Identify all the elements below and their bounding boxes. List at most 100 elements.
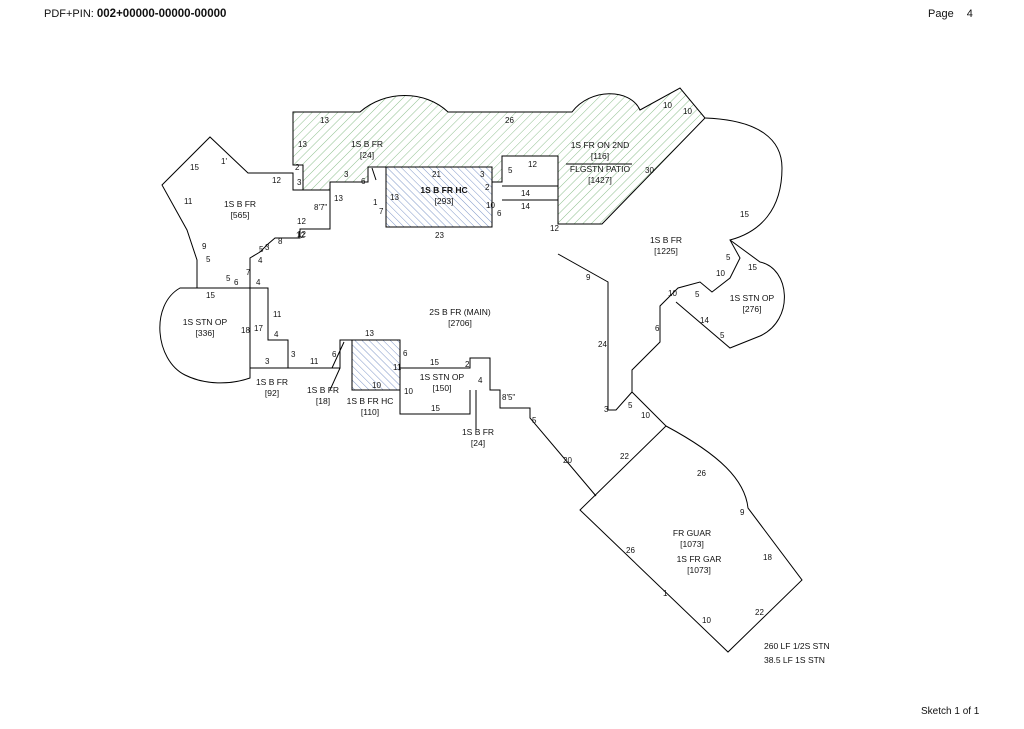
pin-header: PDF+PIN: 002+00000-00000-00000 [44,8,226,20]
area-name: 1S STN OP [730,293,775,303]
dimension-label: 2 [485,183,490,192]
dimension-label: 9 [740,508,745,517]
dimension-label: 12 [528,160,537,169]
dimension-label: 14 [700,316,709,325]
dimension-label: 4 [258,256,263,265]
dimension-label: 24 [598,340,607,349]
dimension-label: 15 [190,163,199,172]
hc-area-293 [385,166,493,228]
area-sqft: [2706] [448,318,472,328]
dimension-label: 14 [521,189,530,198]
dimension-label: 1 [663,589,668,598]
area-name: 1S B FR [462,427,494,437]
dimension-label: 6 [332,350,337,359]
dimension-label: 2 [295,163,300,172]
dimension-label: 5 [532,416,537,425]
note-line: 38.5 LF 1S STN [764,655,825,665]
dimension-label: 22 [755,608,764,617]
dimension-label: 2 [465,360,470,369]
dimension-label: 1 [373,198,378,207]
dimension-label: 15 [740,210,749,219]
area-name: 1S B FR [307,385,339,395]
dimension-label: 5 [206,255,211,264]
dimension-label: 5 [226,274,231,283]
area-name: FLGSTN PATIO [570,164,631,174]
dimension-label: 12 [297,217,306,226]
dimension-label: 11 [310,357,319,366]
dimension-label: 13 [320,116,329,125]
area-name: FR GUAR [673,528,711,538]
dimension-label: 12 [296,231,305,240]
area-name: 1S B FR [650,235,682,245]
area-sqft: [18] [316,396,330,406]
area-sqft: [24] [471,438,485,448]
dimension-label: 4 [256,278,261,287]
dimension-label: 5 [726,253,731,262]
area-name: 1S STN OP [420,372,465,382]
area-sqft: [1225] [654,246,678,256]
area-sqft: [1427] [588,175,612,185]
dimension-label: 3 [265,357,270,366]
area-sqft: [276] [743,304,762,314]
dimension-label: 4 [274,330,279,339]
dimension-label: 11 [393,363,402,372]
page-label: Page [928,8,954,20]
patio-hatched-region [292,87,706,225]
dimension-label: 10 [683,107,692,116]
dimension-label: 3 [291,350,296,359]
page-indicator: Page 4 [928,8,973,20]
dimension-label: 6 [497,209,502,218]
page-number: 4 [966,8,973,20]
area-name: 1S B FR [256,377,288,387]
area-sqft: [150] [433,383,452,393]
dimension-label: 3 [604,405,609,414]
dimension-label: 20 [563,456,572,465]
area-name: 1S B FR HC [347,396,394,406]
dimension-label: 10 [486,201,495,210]
dimension-label: 10 [641,411,650,420]
dimension-label: 5 [259,245,264,254]
area-sqft: [92] [265,388,279,398]
dimension-label: 1' [221,157,227,166]
dimension-label: 3 [480,170,485,179]
dimension-label: 12 [272,176,281,185]
dimension-label: 8 [278,237,283,246]
dimension-labels: 13 26 10 10 13 2 3 12 15 1' 11 9 5 5 6 7… [184,101,772,625]
dimension-label: 26 [626,546,635,555]
area-sqft: [24] [360,150,374,160]
pin-value: 002+00000-00000-00000 [96,8,227,20]
dimension-label: 15 [748,263,757,272]
dimension-label: 9 [586,273,591,282]
dimension-label: 13 [298,140,307,149]
dimension-label: 5 [628,401,633,410]
dimension-label: 5 [508,166,513,175]
dimension-label: 5 [720,331,725,340]
area-labels: 1S B FR [24] 1S FR ON 2ND [116] FLGSTN P… [183,139,775,575]
dimension-label: 23 [435,231,444,240]
dimension-label: 8'7" [314,203,327,212]
dimension-label: 6 [655,324,660,333]
dimension-label: 12 [550,224,559,233]
pin-label: PDF+PIN: [44,8,94,20]
area-sqft: [1073] [687,565,711,575]
area-name: 1S FR ON 2ND [571,140,630,150]
dimension-label: 30 [645,166,654,175]
dimension-label: 7 [246,268,251,277]
dimension-label: 9 [202,242,207,251]
dimension-label: 13 [390,193,399,202]
dimension-label: 21 [432,170,441,179]
area-sqft: [336] [196,328,215,338]
dimension-label: 8'5" [502,393,515,402]
dimension-label: 3 [344,170,349,179]
dimension-label: 26 [505,116,514,125]
dimension-label: 13 [334,194,343,203]
area-sqft: [293] [435,196,454,206]
dimension-label: 18 [241,326,250,335]
dimension-label: 5 [695,290,700,299]
dimension-label: 10 [716,269,725,278]
dimension-label: 3 [265,243,270,252]
dimension-label: 13 [365,329,374,338]
area-name: 1S B FR HC [420,185,467,195]
area-name: 1S STN OP [183,317,228,327]
